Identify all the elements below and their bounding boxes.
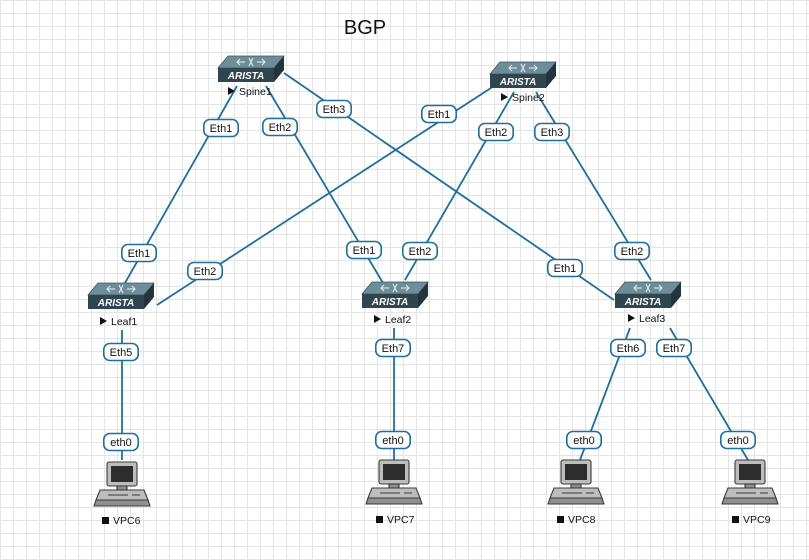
port-label-text: Eth1 — [210, 123, 233, 135]
port-label-text: eth0 — [382, 435, 403, 447]
port-leaf1-eth1[interactable]: Eth1 — [121, 243, 158, 263]
port-label-text: Eth2 — [485, 127, 508, 139]
port-label-text: Eth5 — [110, 347, 133, 359]
arista-switch-icon: ARISTA — [614, 281, 682, 308]
stop-square-icon — [732, 516, 739, 523]
desktop-computer-icon — [93, 461, 151, 507]
switch-spine2[interactable]: ARISTA Spine2 — [489, 61, 557, 104]
arista-logo-text: ARISTA — [371, 297, 408, 308]
node-label-text: VPC9 — [743, 514, 771, 526]
diagram-title: BGP — [344, 17, 386, 39]
port-spine2-eth2[interactable]: Eth2 — [477, 122, 514, 142]
port-label-text: Eth1 — [428, 109, 451, 121]
desktop-computer-icon — [721, 459, 779, 505]
desktop-computer-icon — [365, 459, 423, 505]
port-leaf2-eth7[interactable]: Eth7 — [374, 338, 411, 358]
port-label-text: Eth7 — [382, 343, 405, 355]
node-label-spine2: Spine2 — [501, 92, 545, 104]
ports-layer: Eth1Eth1Eth2Eth1Eth3Eth1Eth1Eth2Eth2Eth2… — [103, 99, 756, 452]
port-vpc8-eth0[interactable]: eth0 — [565, 430, 602, 450]
port-spine1-eth2[interactable]: Eth2 — [261, 117, 298, 137]
port-spine1-eth3[interactable]: Eth3 — [315, 99, 352, 119]
port-label-text: Eth1 — [353, 245, 376, 257]
arista-switch-icon: ARISTA — [361, 281, 429, 308]
play-triangle-icon — [501, 93, 508, 101]
port-label-text: Eth2 — [194, 266, 217, 278]
node-label-text: VPC7 — [387, 514, 415, 526]
node-label-leaf2: Leaf2 — [374, 314, 411, 326]
port-label-text: Eth1 — [128, 248, 151, 260]
port-label-text: eth0 — [727, 435, 748, 447]
play-triangle-icon — [100, 317, 107, 325]
node-label-spine1: Spine1 — [228, 86, 272, 98]
play-triangle-icon — [228, 87, 235, 95]
play-triangle-icon — [374, 315, 381, 323]
pc-vpc7[interactable]: VPC7 — [365, 459, 423, 526]
port-label-text: Eth3 — [541, 127, 564, 139]
switch-leaf2[interactable]: ARISTA Leaf2 — [361, 281, 429, 326]
port-label-text: Eth6 — [617, 343, 640, 355]
pc-vpc8[interactable]: VPC8 — [547, 459, 605, 526]
port-label-text: Eth3 — [323, 104, 346, 116]
arista-logo-text: ARISTA — [227, 71, 264, 82]
port-vpc9-eth0[interactable]: eth0 — [719, 430, 756, 450]
pc-vpc9[interactable]: VPC9 — [721, 459, 779, 526]
port-label-text: eth0 — [110, 437, 131, 449]
pc-vpc6[interactable]: VPC6 — [93, 461, 151, 527]
node-label-leaf1: Leaf1 — [100, 316, 137, 328]
arista-logo-text: ARISTA — [97, 298, 134, 309]
stop-square-icon — [376, 516, 383, 523]
node-label-text: VPC8 — [568, 514, 596, 526]
arista-logo-text: ARISTA — [499, 77, 536, 88]
port-label-text: Eth2 — [269, 122, 292, 134]
port-leaf3-eth7[interactable]: Eth7 — [655, 338, 692, 358]
node-label-vpc9: VPC9 — [732, 514, 771, 526]
node-label-text: Leaf2 — [385, 314, 411, 326]
port-spine2-eth1[interactable]: Eth1 — [420, 104, 457, 124]
port-leaf3-eth2[interactable]: Eth2 — [613, 241, 650, 261]
port-label-text: Eth7 — [663, 343, 686, 355]
port-vpc6-eth0[interactable]: eth0 — [103, 432, 140, 452]
node-label-vpc8: VPC8 — [557, 514, 596, 526]
stop-square-icon — [102, 517, 109, 524]
switch-leaf1[interactable]: ARISTA Leaf1 — [87, 282, 155, 328]
node-label-vpc6: VPC6 — [102, 515, 141, 527]
stop-square-icon — [557, 516, 564, 523]
node-label-text: VPC6 — [113, 515, 141, 527]
node-label-text: Leaf3 — [639, 313, 665, 325]
play-triangle-icon — [628, 314, 635, 322]
node-label-text: Spine2 — [512, 92, 545, 104]
port-leaf1-eth5[interactable]: Eth5 — [103, 342, 140, 362]
port-spine1-eth1[interactable]: Eth1 — [203, 118, 240, 138]
port-label-text: Eth2 — [621, 246, 644, 258]
switch-leaf3[interactable]: ARISTA Leaf3 — [614, 281, 682, 325]
port-leaf2-eth2[interactable]: Eth2 — [401, 241, 438, 261]
node-label-vpc7: VPC7 — [376, 514, 415, 526]
port-leaf2-eth1[interactable]: Eth1 — [345, 240, 382, 260]
port-label-text: Eth1 — [554, 263, 577, 275]
port-spine2-eth3[interactable]: Eth3 — [533, 122, 570, 142]
port-leaf3-eth1[interactable]: Eth1 — [546, 258, 583, 278]
desktop-computer-icon — [547, 459, 605, 505]
port-label-text: Eth2 — [409, 246, 432, 258]
node-label-text: Leaf1 — [111, 316, 137, 328]
arista-switch-icon: ARISTA — [87, 282, 155, 309]
node-label-text: Spine1 — [239, 86, 272, 98]
switch-spine1[interactable]: ARISTA Spine1 — [217, 55, 285, 98]
port-leaf1-eth2[interactable]: Eth2 — [187, 261, 224, 281]
arista-logo-text: ARISTA — [624, 297, 661, 308]
port-label-text: eth0 — [573, 435, 594, 447]
arista-switch-icon: ARISTA — [217, 55, 285, 82]
nodes-layer: ARISTASpine1ARISTASpine2ARISTALeaf1ARIST… — [87, 55, 779, 527]
port-leaf3-eth6[interactable]: Eth6 — [609, 338, 646, 358]
port-vpc7-eth0[interactable]: eth0 — [374, 430, 411, 450]
node-label-leaf3: Leaf3 — [628, 313, 665, 325]
arista-switch-icon: ARISTA — [489, 61, 557, 88]
